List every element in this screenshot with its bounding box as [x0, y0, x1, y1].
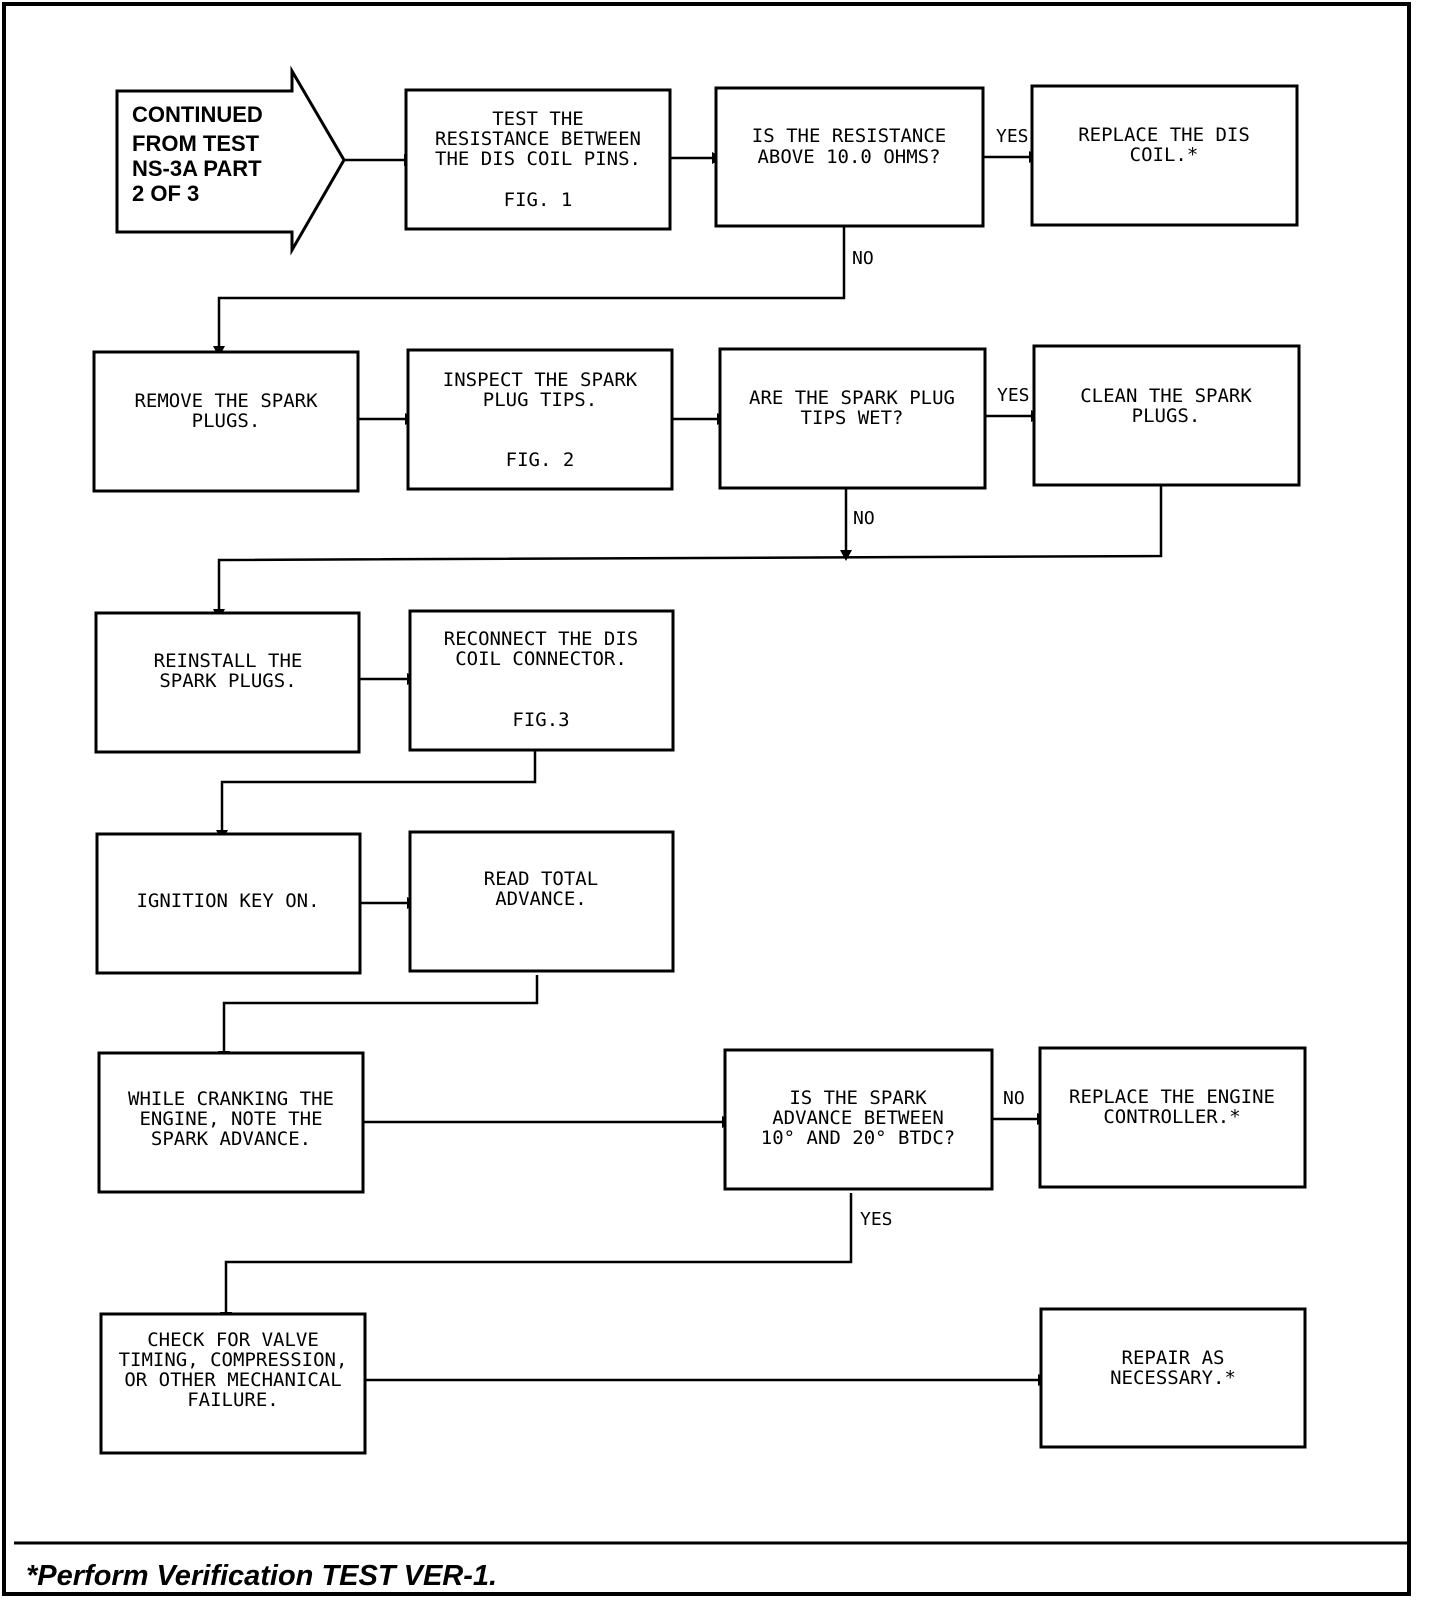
step-text: CHECK FOR VALVE: [147, 1329, 319, 1351]
step-inspect-tips: INSPECT THE SPARK PLUG TIPS. FIG. 2: [406, 348, 674, 491]
step-replace-dis-coil: REPLACE THE DIS COIL.*: [1030, 84, 1299, 227]
decision-advance-range: IS THE SPARK ADVANCE BETWEEN 10° AND 20°…: [723, 1048, 994, 1191]
decision-text: IS THE SPARK: [789, 1087, 927, 1109]
connector-no-to-remove: [217, 226, 846, 349]
yes-label: YES: [996, 126, 1029, 147]
step-clean-plugs: CLEAN THE SPARK PLUGS.: [1032, 344, 1301, 487]
step-text: REINSTALL THE: [154, 650, 303, 672]
step-text: OR OTHER MECHANICAL: [124, 1369, 341, 1391]
step-text: CLEAN THE SPARK: [1080, 385, 1252, 407]
step-note-advance: WHILE CRANKING THE ENGINE, NOTE THE SPAR…: [97, 1051, 365, 1194]
step-ignition-on: IGNITION KEY ON.: [95, 832, 362, 975]
step-remove-plugs: REMOVE THE SPARK PLUGS.: [92, 350, 360, 493]
step-read-advance: READ TOTAL ADVANCE.: [408, 830, 675, 973]
no-label: NO: [853, 508, 875, 529]
arrowhead: [840, 550, 852, 561]
start-line: FROM TEST: [132, 131, 260, 156]
step-text: RECONNECT THE DIS: [444, 628, 638, 650]
figure-ref: FIG.3: [512, 709, 569, 731]
step-repair: REPAIR AS NECESSARY.*: [1039, 1307, 1307, 1449]
step-text: READ TOTAL: [484, 868, 598, 890]
step-text: NECESSARY.*: [1110, 1367, 1236, 1389]
connector-yes-to-check: [224, 1193, 853, 1315]
step-reconnect-coil: RECONNECT THE DIS COIL CONNECTOR. FIG.3: [408, 609, 675, 752]
step-text: ENGINE, NOTE THE: [139, 1108, 322, 1130]
decision-resistance: IS THE RESISTANCE ABOVE 10.0 OHMS?: [714, 86, 985, 228]
step-text: REPLACE THE DIS: [1078, 124, 1250, 146]
step-text: REPLACE THE ENGINE: [1069, 1086, 1275, 1108]
step-check-mechanical: CHECK FOR VALVE TIMING, COMPRESSION, OR …: [99, 1312, 367, 1455]
step-text: CONTROLLER.*: [1103, 1106, 1240, 1128]
start-arrow: CONTINUED FROM TEST NS-3A PART 2 OF 3: [115, 65, 346, 256]
start-line: CONTINUED: [132, 102, 263, 127]
decision-text: IS THE RESISTANCE: [752, 125, 946, 147]
start-line: NS-3A PART: [132, 156, 262, 181]
step-reinstall-plugs: REINSTALL THE SPARK PLUGS.: [94, 611, 361, 754]
step-text: TIMING, COMPRESSION,: [119, 1349, 348, 1371]
arrowheads: [213, 151, 1049, 1386]
decision-text: 10° AND 20° BTDC?: [761, 1127, 955, 1149]
decision-text: ABOVE 10.0 OHMS?: [757, 146, 940, 168]
yes-label: YES: [860, 1209, 893, 1230]
connector-read-to-crank: [222, 975, 539, 1054]
outer-border: [2, 2, 1411, 1596]
decision-text: ARE THE SPARK PLUG: [749, 387, 955, 409]
step-text: RESISTANCE BETWEEN: [435, 128, 641, 150]
step-text: TEST THE: [492, 108, 584, 130]
figure-ref: FIG. 1: [504, 189, 573, 211]
yes-label: YES: [997, 385, 1030, 406]
step-text: REPAIR AS: [1122, 1347, 1225, 1369]
step-text: THE DIS COIL PINS.: [435, 148, 641, 170]
step-test-resistance: TEST THE RESISTANCE BETWEEN THE DIS COIL…: [404, 88, 672, 231]
step-text: SPARK ADVANCE.: [151, 1128, 311, 1150]
no-label: NO: [852, 248, 874, 269]
step-text: FAILURE.: [187, 1389, 279, 1411]
connector-reconnect-to-ignition: [220, 750, 537, 833]
step-text: ADVANCE.: [495, 888, 587, 910]
step-text: SPARK PLUGS.: [159, 670, 296, 692]
start-line: 2 OF 3: [132, 181, 199, 206]
decision-tips-wet: ARE THE SPARK PLUG TIPS WET?: [718, 347, 987, 490]
step-text: PLUG TIPS.: [483, 389, 597, 411]
figure-ref: FIG. 2: [506, 449, 575, 471]
step-text: WHILE CRANKING THE: [128, 1088, 334, 1110]
step-replace-controller: REPLACE THE ENGINE CONTROLLER.*: [1038, 1046, 1307, 1189]
step-text: PLUGS.: [192, 410, 261, 432]
decision-text: ADVANCE BETWEEN: [772, 1107, 944, 1129]
step-text: REMOVE THE SPARK: [134, 390, 318, 412]
no-label: NO: [1003, 1088, 1025, 1109]
step-text: PLUGS.: [1132, 405, 1201, 427]
connectors: [217, 155, 1163, 1382]
step-text: IGNITION KEY ON.: [136, 890, 319, 912]
step-text: COIL.*: [1130, 144, 1199, 166]
connector-clean-to-reinstall: [217, 485, 1163, 612]
verification-footnote: *Perform Verification TEST VER-1.: [26, 1560, 497, 1592]
step-text: INSPECT THE SPARK: [443, 369, 638, 391]
step-text: COIL CONNECTOR.: [455, 648, 627, 670]
start-arrow-shape: [115, 65, 346, 256]
decision-text: TIPS WET?: [801, 407, 904, 429]
